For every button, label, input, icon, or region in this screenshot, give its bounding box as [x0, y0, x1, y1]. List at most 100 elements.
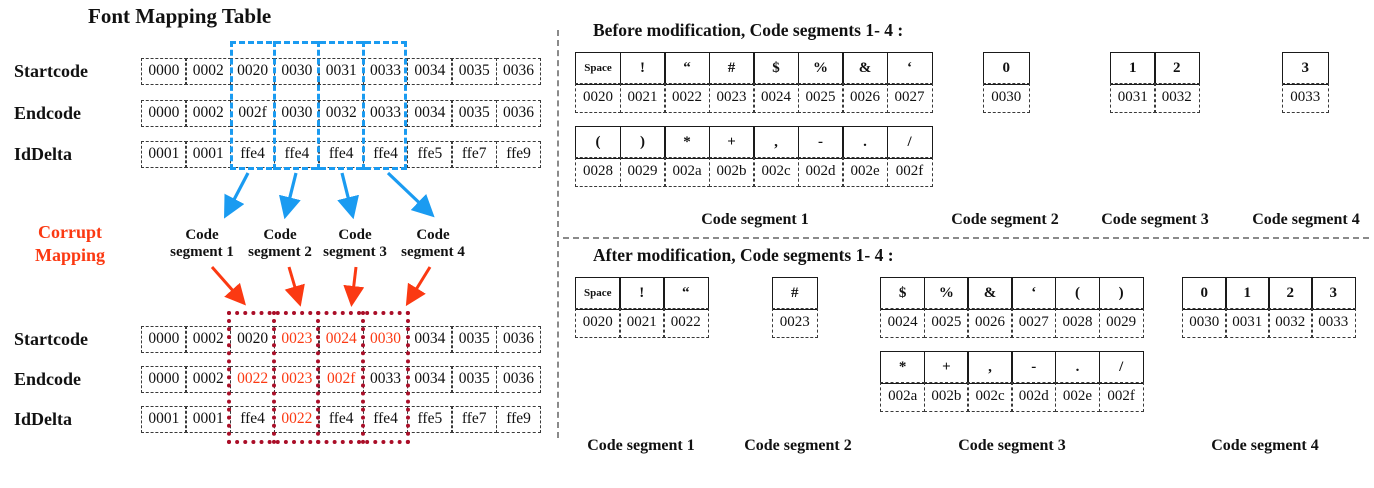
code-cell: 0031	[1225, 308, 1270, 339]
code-cell: 0027	[886, 83, 933, 114]
code-cell: 0028	[1054, 308, 1101, 339]
darkred-divider-line	[316, 311, 320, 444]
code-cell: 002b	[708, 157, 755, 188]
code-cell: 0022	[664, 83, 711, 114]
code-cell: 0023	[708, 83, 755, 114]
table-cell: 0034	[406, 366, 453, 393]
table-cell: ffe9	[495, 406, 542, 433]
horizontal-separator	[563, 237, 1369, 239]
row-label-iddelta2: IdDelta	[14, 409, 72, 429]
table-cell: 0000	[141, 100, 187, 127]
char-cell: *	[664, 126, 711, 159]
corrupt-line1: Corrupt	[38, 222, 102, 242]
table-cell: 0035	[451, 58, 498, 85]
char-cell: 3	[1311, 277, 1356, 310]
code-cell: 0030	[983, 83, 1030, 114]
figure-title: Font Mapping Table	[88, 4, 272, 28]
red-arrow-2	[284, 266, 305, 307]
code-cell: 0027	[1011, 308, 1057, 339]
row-label-endcode2: Endcode	[14, 369, 82, 389]
segment-label-2: Code segment 2	[248, 227, 312, 260]
blue-arrow-2	[279, 172, 301, 220]
table-cell: 0001	[141, 141, 187, 168]
code-cell: 002a	[664, 157, 711, 188]
char-cell: 1	[1110, 52, 1156, 85]
char-cell: 2	[1268, 277, 1313, 310]
char-cell: )	[1098, 277, 1144, 310]
char-cell: )	[619, 126, 666, 159]
char-cell: %	[797, 52, 844, 85]
code-cell: 0024	[880, 308, 926, 339]
before-label-seg4: Code segment 4	[1252, 211, 1360, 228]
after-seg2-table: # 0023	[772, 277, 818, 339]
code-cell: 002e	[842, 157, 889, 188]
char-cell: /	[1098, 351, 1144, 384]
char-cell: ,	[967, 351, 1013, 384]
code-cell: 0024	[753, 83, 800, 114]
code-cell: 0032	[1154, 83, 1200, 114]
segment-label-3: Code segment 3	[323, 227, 387, 260]
char-cell: +	[923, 351, 969, 384]
char-cell: .	[842, 126, 889, 159]
before-seg2-table: 0 0030	[983, 52, 1030, 114]
blue-divider-line	[273, 41, 276, 170]
after-label-seg1: Code segment 1	[587, 437, 695, 454]
char-cell: 1	[1225, 277, 1270, 310]
segment-label-4: Code segment 4	[401, 227, 465, 260]
char-cell: #	[772, 277, 818, 310]
row-label-iddelta: IdDelta	[14, 144, 72, 164]
after-label-seg4: Code segment 4	[1211, 437, 1319, 454]
table-cell: 0034	[406, 58, 453, 85]
corrupt-line2: Mapping	[34, 245, 106, 265]
table-cell: 0001	[141, 406, 187, 433]
code-cell: 0026	[967, 308, 1013, 339]
char-cell: .	[1054, 351, 1101, 384]
code-cell: 002a	[880, 382, 926, 413]
table-cell: 0036	[495, 326, 542, 353]
before-label-seg3: Code segment 3	[1101, 211, 1209, 228]
char-cell: 2	[1154, 52, 1200, 85]
table-cell: 0034	[406, 100, 453, 127]
code-cell: 0033	[1282, 83, 1329, 114]
char-cell: $	[753, 52, 800, 85]
code-cell: 002c	[967, 382, 1013, 413]
code-cell: 0031	[1110, 83, 1156, 114]
code-cell: 002e	[1054, 382, 1101, 413]
code-cell: 002c	[753, 157, 800, 188]
blue-divider-line	[317, 41, 320, 170]
table-cell: ffe9	[495, 141, 542, 168]
table-cell: 0036	[495, 58, 542, 85]
red-arrow-1	[210, 266, 246, 306]
char-cell: “	[664, 52, 711, 85]
code-cell: 0025	[923, 308, 969, 339]
code-cell: 0030	[1182, 308, 1227, 339]
table-cell: 0036	[495, 366, 542, 393]
table-cell: 0035	[451, 366, 498, 393]
table-cell: ffe7	[451, 406, 498, 433]
code-cell: 002d	[1011, 382, 1057, 413]
code-cell: 0026	[842, 83, 889, 114]
char-cell: !	[619, 52, 666, 85]
char-cell: %	[923, 277, 969, 310]
code-cell: 0032	[1268, 308, 1313, 339]
darkred-divider-line	[361, 311, 365, 444]
char-cell: -	[797, 126, 844, 159]
table-cell: ffe5	[406, 141, 453, 168]
table-cell: 0002	[185, 326, 232, 353]
table-cell: 0000	[141, 366, 187, 393]
table-cell: ffe5	[406, 406, 453, 433]
char-cell: ‘	[886, 52, 933, 85]
code-cell: 002f	[1098, 382, 1144, 413]
after-label-seg2: Code segment 2	[744, 437, 852, 454]
code-cell: 002d	[797, 157, 844, 188]
char-cell: -	[1011, 351, 1057, 384]
table-cell: 0034	[406, 326, 453, 353]
code-cell: 0029	[619, 157, 666, 188]
red-arrow-3	[343, 266, 365, 307]
